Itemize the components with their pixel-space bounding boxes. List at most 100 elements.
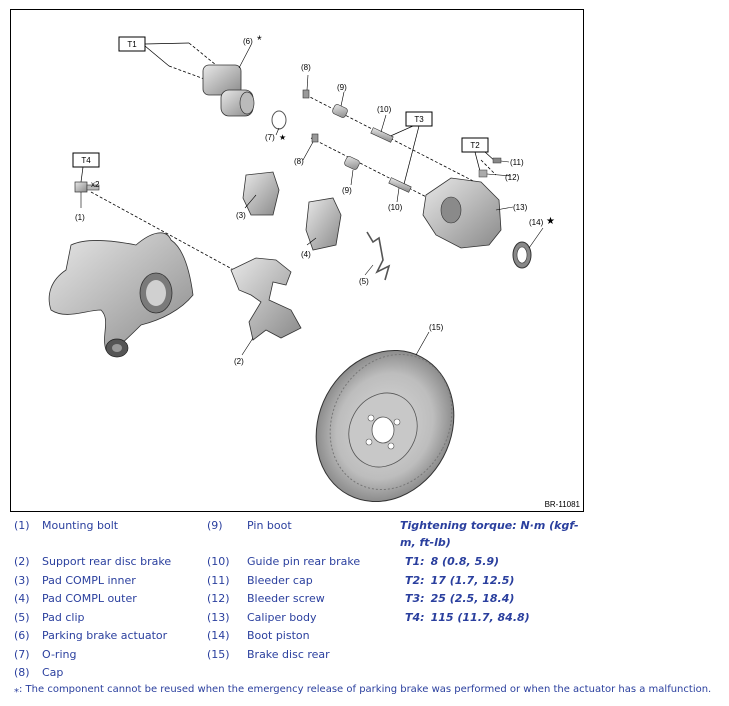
torque-spec-value: 25 (2.5, 18.4) [430, 592, 515, 605]
legend-item-number: (10) [207, 555, 230, 568]
legend-item-number: (11) [207, 574, 230, 587]
callout-7-star: ★ [279, 133, 286, 142]
legend-item-label: Pin boot [247, 519, 292, 532]
legend-item-label: Parking brake actuator [42, 629, 168, 642]
pad-outer-part [305, 197, 342, 251]
legend-item-label: Pad clip [42, 611, 85, 624]
legend-item-label: Boot piston [247, 629, 310, 642]
torque-spec-key: T1: [405, 555, 425, 568]
legend-item-number: (1) [14, 519, 30, 532]
callout-12: (12) [505, 173, 520, 182]
legend-item-number: (12) [207, 592, 230, 605]
legend-item-label: Cap [42, 666, 64, 679]
callout-10-upper: (10) [377, 105, 392, 114]
guide-pin-part-upper [370, 127, 394, 143]
callout-x2: x2 [91, 180, 100, 189]
legend-item: (10) Guide pin rear brake [207, 555, 360, 568]
callout-9-upper: (9) [337, 83, 347, 92]
legend-item-label: Pad COMPL outer [42, 592, 137, 605]
callout-11: (11) [510, 158, 524, 167]
torque-spec: T4: 115 (11.7, 84.8) [405, 611, 530, 624]
torque-spec-key: T2: [405, 574, 425, 587]
legend-item: (8) Cap [14, 666, 63, 679]
torque-spec: T1: 8 (0.8, 5.9) [405, 555, 499, 568]
torque-box-t3: T3 [385, 111, 433, 189]
legend-item-number: (3) [14, 574, 30, 587]
leader-lines [80, 44, 544, 356]
legend-item: (15) Brake disc rear [207, 648, 330, 661]
callout-10-lower: (10) [388, 203, 403, 212]
brake-disc-part [315, 349, 455, 503]
legend-item-label: Pad COMPL inner [42, 574, 136, 587]
legend-item-number: (9) [207, 519, 223, 532]
o-ring-part [271, 110, 287, 130]
callout-7: (7) [265, 133, 275, 142]
legend-item: (4) Pad COMPL outer [14, 592, 137, 605]
callout-4: (4) [301, 250, 311, 259]
legend-item-number: (13) [207, 611, 230, 624]
callout-14-star: ★ [546, 216, 555, 227]
callout-15: (15) [429, 323, 444, 332]
torque-spec: T2: 17 (1.7, 12.5) [405, 574, 514, 587]
callout-8-upper: (8) [301, 63, 311, 72]
legend-item-label: O-ring [42, 648, 77, 661]
pin-boot-part-upper [332, 104, 348, 118]
parts-legend: (1) Mounting bolt (2) Support rear disc bra… [10, 517, 725, 679]
legend-item-number: (6) [14, 629, 30, 642]
torque-spec-key: T4: [405, 611, 425, 624]
legend-item: (3) Pad COMPL inner [14, 574, 136, 587]
legend-item-label: Caliper body [247, 611, 317, 624]
footnote: ⁎: The component cannot be reused when t… [14, 684, 712, 695]
support-bracket-part [230, 257, 302, 341]
callout-13: (13) [513, 203, 528, 212]
legend-item: (11) Bleeder cap [207, 574, 313, 587]
legend-item-number: (15) [207, 648, 230, 661]
callout-6-asterisk: * [257, 33, 262, 47]
legend-item: (5) Pad clip [14, 611, 85, 624]
callout-3: (3) [236, 211, 246, 220]
legend-item-number: (7) [14, 648, 30, 661]
diagram-drawing: T1 T2 T3 T4 [48, 33, 555, 503]
legend-item-label: Brake disc rear [247, 648, 330, 661]
legend-item: (9) Pin boot [207, 519, 292, 532]
pin-boot-part-lower [344, 156, 360, 170]
legend-item-label: Mounting bolt [42, 519, 119, 532]
legend-item-label: Bleeder screw [247, 592, 325, 605]
torque-spec-value: 8 (0.8, 5.9) [430, 555, 500, 568]
steering-knuckle-part [48, 232, 194, 358]
legend-item-label: Guide pin rear brake [247, 555, 361, 568]
torque-box-t4: T4 [72, 152, 100, 183]
callout-1: (1) [75, 213, 85, 222]
legend-item: (6) Parking brake actuator [14, 629, 167, 642]
exploded-view-diagram: T1 T2 T3 T4 [10, 9, 584, 512]
callout-14: (14) [529, 218, 544, 227]
pad-inner-part [242, 171, 280, 216]
figure-code: BR-11081 [544, 500, 580, 509]
legend-item-number: (8) [14, 666, 30, 679]
legend-item-label: Support rear disc brake [42, 555, 172, 568]
torque-spec-value: 115 (11.7, 84.8) [430, 611, 530, 624]
bleeder-screw-part [478, 169, 488, 178]
legend-item: (1) Mounting bolt [14, 519, 118, 532]
legend-item-number: (2) [14, 555, 30, 568]
callout-5: (5) [359, 277, 369, 286]
callout-2: (2) [234, 357, 244, 366]
torque-box-t2: T2 [461, 137, 497, 176]
torque-spec-key: T3: [405, 592, 425, 605]
legend-item: (2) Support rear disc brake [14, 555, 171, 568]
legend-item: (14)Boot piston [207, 629, 310, 642]
legend-item-number: (5) [14, 611, 30, 624]
guide-pin-part-lower [388, 177, 412, 193]
legend-item: (13) Caliper body [207, 611, 317, 624]
svg-text:T3: T3 [414, 115, 424, 124]
bleeder-cap-part [492, 157, 502, 164]
legend-item-number: (4) [14, 592, 30, 605]
torque-title: Tightening torque: N·m (kgf-m, ft-lb) [400, 519, 579, 549]
legend-item: (7) O-ring [14, 648, 76, 661]
torque-spec-value: 17 (1.7, 12.5) [430, 574, 515, 587]
legend-item-label: Bleeder cap [247, 574, 313, 587]
legend-item: (12) Bleeder screw [207, 592, 325, 605]
caliper-body-part [422, 177, 502, 249]
svg-text:T2: T2 [470, 141, 480, 150]
torque-box-t1: T1 [118, 36, 190, 67]
